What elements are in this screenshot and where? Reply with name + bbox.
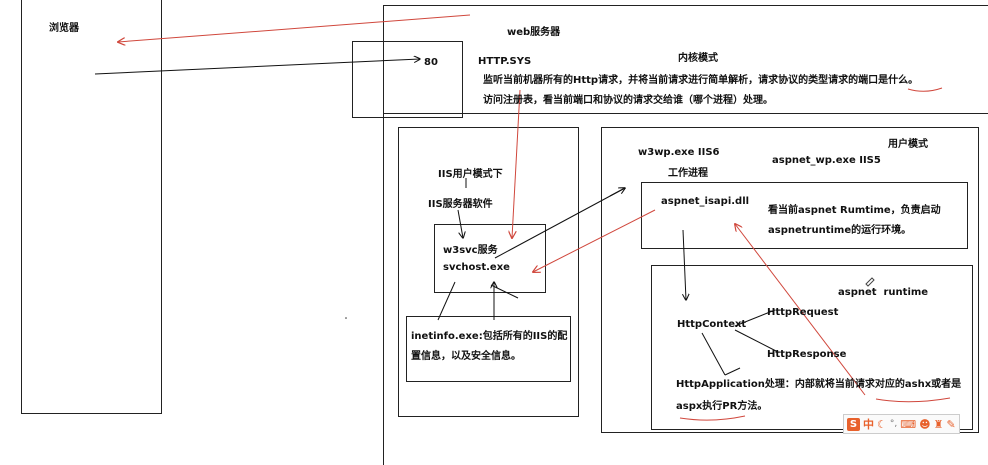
inetinfo-line2: 置信息，以及安全信息。 xyxy=(411,351,521,362)
inetinfo-box xyxy=(406,316,571,382)
iis-box xyxy=(398,127,579,417)
ime-toolbar[interactable]: S 中 ☾ °, ⌨ ☻ ♜ ✎ xyxy=(843,414,960,434)
isapi-desc-line2: aspnetruntime的运行环境。 xyxy=(768,225,912,236)
httpsys-to-w3svc-red xyxy=(512,89,521,238)
isapi-to-context-arrow xyxy=(683,229,686,300)
context-to-response xyxy=(734,329,779,353)
w3svc-label: w3svc服务 xyxy=(443,245,498,256)
aspnet-wp-label: aspnet_wp.exe IIS5 xyxy=(772,155,881,166)
svchost-label: svchost.exe xyxy=(443,262,510,273)
aspnet-isapi-label: aspnet_isapi.dll xyxy=(661,196,750,207)
person-icon[interactable]: ☻ xyxy=(919,417,931,431)
response-arrow xyxy=(118,14,471,42)
red-underline-aspx xyxy=(679,415,746,421)
w3svc-box xyxy=(434,224,546,293)
request-arrow xyxy=(94,59,420,75)
user-mode-label: 用户模式 xyxy=(888,139,928,150)
isapi-to-w3svc-red xyxy=(533,209,656,272)
httpapp-line2: aspx执行PR方法。 xyxy=(676,401,768,412)
httprequest-label: HttpRequest xyxy=(767,307,839,318)
iis-software-label: IIS服务器软件 xyxy=(428,199,493,210)
port-label: 80 xyxy=(424,57,438,68)
httpapp-line1: HttpApplication处理：内部就将当前请求对应的ashx或者是 xyxy=(676,379,962,390)
web-server-box xyxy=(383,5,988,465)
httpcontext-label: HttpContext xyxy=(677,319,747,330)
isapi-desc-line1: 看当前aspnet Rumtime，负责启动 xyxy=(768,205,941,216)
w3svc-to-isapi-arrow xyxy=(494,188,625,259)
wrench-icon[interactable]: ✎ xyxy=(946,417,956,431)
web-server-label: web服务器 xyxy=(507,27,561,38)
http-sys-desc-line1: 监听当前机器所有的Http请求，并将当前请求进行简单解析，请求协议的类型请求的端… xyxy=(483,75,919,86)
red-underline-ashx xyxy=(875,397,951,403)
worker-process-label: 工作进程 xyxy=(668,168,708,179)
aspnet-runtime-box xyxy=(651,265,973,430)
language-toggle[interactable]: 中 xyxy=(863,418,874,431)
httpresponse-label: HttpResponse xyxy=(767,349,847,360)
port-box xyxy=(352,41,463,118)
kernel-user-divider xyxy=(383,113,988,114)
http-sys-label: HTTP.SYS xyxy=(478,56,532,67)
w3wp-label: w3wp.exe IIS6 xyxy=(638,147,720,158)
moon-icon[interactable]: ☾ xyxy=(877,417,887,431)
iis-user-mode-label: IIS用户模式下 xyxy=(438,169,503,180)
shirt-icon[interactable]: ♜ xyxy=(933,417,944,431)
browser-box xyxy=(21,0,162,414)
sogou-logo-icon[interactable]: S xyxy=(847,417,860,431)
pencil-cursor xyxy=(865,277,875,287)
worker-process-box xyxy=(601,127,979,433)
aspnet-runtime-label: aspnet runtime xyxy=(838,287,929,298)
keyboard-icon[interactable]: ⌨ xyxy=(900,417,917,431)
kernel-mode-label: 内核模式 xyxy=(678,53,718,64)
svchost-to-inetinfo xyxy=(437,281,456,321)
red-underline-ports xyxy=(907,87,943,92)
context-to-request xyxy=(734,309,776,327)
inetinfo-line1: inetinfo.exe:包括所有的IIS的配 xyxy=(411,331,568,342)
aspnet-isapi-box xyxy=(641,182,968,249)
context-to-app xyxy=(701,332,726,376)
browser-label: 浏览器 xyxy=(49,23,79,34)
degree-icon[interactable]: °, xyxy=(889,419,898,429)
iis-to-w3svc-arrow xyxy=(457,209,463,238)
runtime-to-isapi-red xyxy=(735,224,866,396)
http-sys-desc-line2: 访问注册表，看当前端口和协议的请求交给谁（哪个进程）处理。 xyxy=(483,95,773,106)
